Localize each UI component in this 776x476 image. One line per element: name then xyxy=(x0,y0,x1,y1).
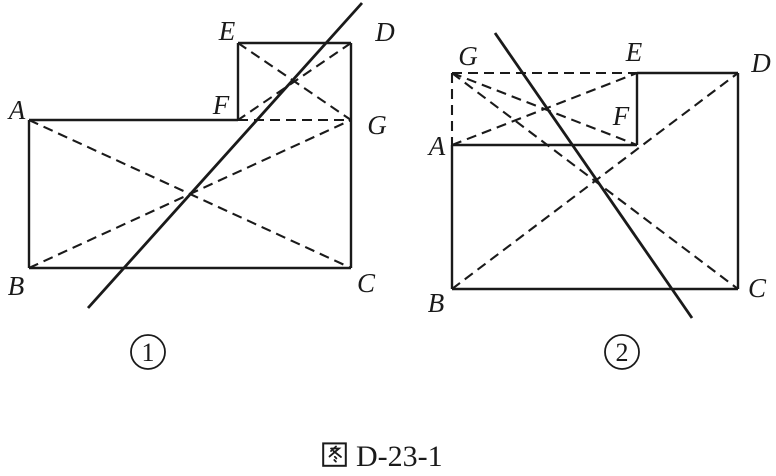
figure2-dashed-AE xyxy=(451,72,638,146)
figure2-vertex-label-F: F xyxy=(612,101,630,131)
tu-glyph-stroke xyxy=(328,447,342,458)
figure1-badge-circle xyxy=(130,334,166,370)
tu-glyph-stroke xyxy=(333,455,338,460)
figure2-vertex-label-A: A xyxy=(427,131,446,161)
figure2: G E D A F B C 2 xyxy=(427,32,772,370)
figure1-vertex-label-B: B xyxy=(8,271,25,301)
tu-character-glyph xyxy=(322,442,347,467)
figure2-transversal xyxy=(493,32,694,319)
figure2-badge-number: 2 xyxy=(616,338,629,367)
figure1-vertex-label-G: G xyxy=(367,110,387,140)
figure2-badge-circle xyxy=(604,334,640,370)
figure2-vertex-label-G: G xyxy=(458,41,478,71)
tu-glyph-stroke xyxy=(332,450,342,458)
figure1-badge: 1 xyxy=(130,334,166,370)
figure2-badge: 2 xyxy=(604,334,640,370)
figure1-vertex-label-C: C xyxy=(357,268,376,298)
figure2-dashed-BD xyxy=(451,72,739,290)
caption: D-23-1 xyxy=(322,440,443,473)
figure2-labels: G E D A F B C xyxy=(427,37,772,318)
figure1-lines xyxy=(27,2,364,309)
figure1-vertex-label-E: E xyxy=(218,16,236,46)
figure1-dashed-DF xyxy=(237,42,352,121)
figure2-vertex-label-E: E xyxy=(625,37,643,67)
tu-glyph-box xyxy=(322,442,347,467)
figure1-badge-number: 1 xyxy=(142,338,155,367)
tu-glyph-stroke xyxy=(333,459,337,463)
figure1-transversal xyxy=(86,2,364,309)
figure1-vertex-label-D: D xyxy=(374,17,395,47)
figure1-vertex-label-F: F xyxy=(212,90,230,120)
figure1-vertex-label-A: A xyxy=(7,95,26,125)
figure2-vertex-label-B: B xyxy=(428,288,445,318)
figure2-vertex-label-D: D xyxy=(750,48,771,78)
figure2-vertex-label-C: C xyxy=(748,273,767,303)
caption-latin-text: D-23-1 xyxy=(356,440,443,473)
figure1-labels: A B C D E F G xyxy=(7,16,396,301)
figure2-lines xyxy=(450,32,740,319)
figure1: A B C D E F G 1 xyxy=(7,2,396,370)
